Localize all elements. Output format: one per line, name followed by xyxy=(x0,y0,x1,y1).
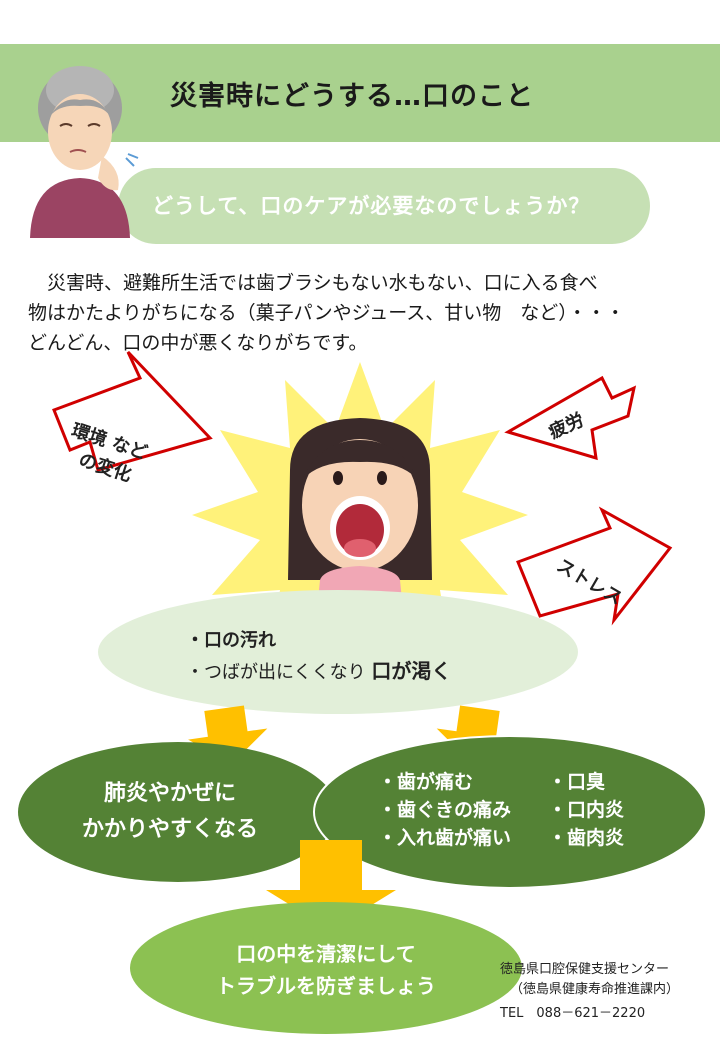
symptom-item: ・入れ歯が痛い xyxy=(378,827,512,849)
cause-item: ・口の汚れ xyxy=(186,630,276,651)
result-left-text: 肺炎やかぜに かかりやすくなる xyxy=(40,776,300,848)
symptoms-ellipse xyxy=(313,735,707,889)
cause-item: ・つばが出にくくなり 口が渇く xyxy=(186,656,451,688)
result-left-ellipse xyxy=(18,742,338,882)
conclusion-line: 口の中を清潔にして xyxy=(236,942,416,966)
symptom-item: ・口内炎 xyxy=(548,799,625,821)
question-text: どうして、口のケアが必要なのでしょうか？ xyxy=(152,194,591,218)
arrow-stress-shape xyxy=(516,506,673,626)
conclusion-ellipse xyxy=(130,902,522,1034)
elderly-woman-illustration xyxy=(30,66,139,238)
arrow-fatigue-shape xyxy=(504,375,637,461)
symptoms-col-2: ・口臭 ・口内炎 ・歯肉炎 xyxy=(548,768,624,852)
cause-ellipse-shape xyxy=(98,590,578,714)
result-line: 肺炎やかぜに xyxy=(103,781,236,806)
cause-item-emphasis: 口が渇く xyxy=(371,659,452,683)
conclusion-text: 口の中を清潔にして トラブルを防ぎましょう xyxy=(150,938,502,1002)
conclusion-line: トラブルを防ぎましょう xyxy=(216,974,436,998)
symptom-item: ・口臭 xyxy=(548,771,606,793)
symptom-item: ・歯ぐきの痛み xyxy=(378,799,512,821)
footer-tel: TEL 088－621－2220 xyxy=(500,1006,646,1021)
footer-org: 徳島県口腔保健支援センター xyxy=(500,962,670,977)
page-title: 災害時にどうする…口のこと xyxy=(170,81,534,112)
question-pill xyxy=(118,168,650,244)
intro-paragraph: 災害時、避難所生活では歯ブラシもない水もない、口に入る食べ 物はかたよりがちにな… xyxy=(28,268,698,358)
intro-line: 災害時、避難所生活では歯ブラシもない水もない、口に入る食べ xyxy=(28,272,598,294)
result-line: かかりやすくなる xyxy=(81,817,258,842)
symptoms-col-1: ・歯が痛む ・歯ぐきの痛み ・入れ歯が痛い xyxy=(378,768,511,852)
intro-line: 物はかたよりがちになる（菓子パンやジュース、甘い物 など）・・・ xyxy=(28,302,625,324)
cause-item-text: ・つばが出にくくなり xyxy=(186,662,372,683)
arrow-environment-shape xyxy=(52,350,213,472)
title-bar xyxy=(0,44,720,142)
footer-dept: （徳島県健康寿命推進課内） xyxy=(510,982,680,997)
intro-line: どんどん、口の中が悪くなりがちです。 xyxy=(28,332,368,354)
symptom-item: ・歯が痛む xyxy=(378,771,474,793)
symptom-item: ・歯肉炎 xyxy=(548,827,625,849)
